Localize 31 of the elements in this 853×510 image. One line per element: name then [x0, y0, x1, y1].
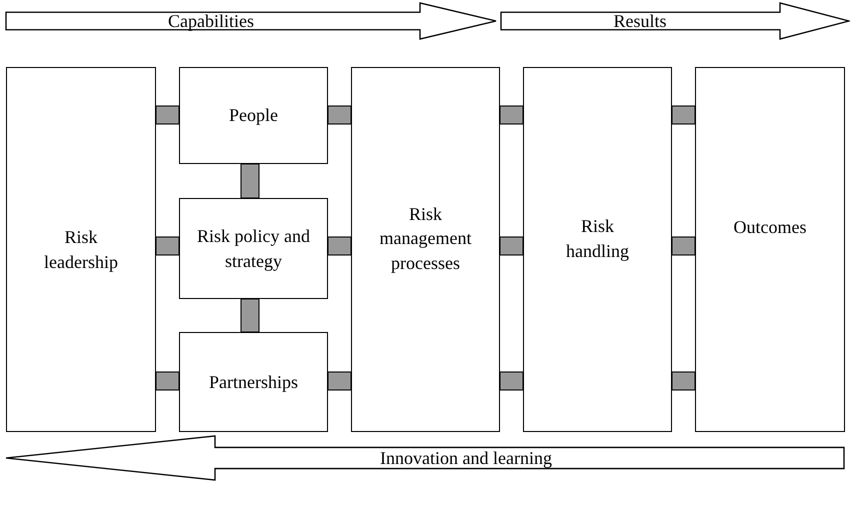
box-label: People — [229, 104, 278, 128]
connector-bar — [156, 372, 180, 390]
connector-bar — [328, 106, 352, 124]
box-label: Risk leadership — [43, 226, 119, 274]
connector-bar — [672, 372, 696, 390]
process-box — [179, 332, 328, 432]
connector-bar — [156, 106, 180, 124]
box-label: Partnerships — [209, 370, 298, 394]
process-box — [179, 67, 328, 164]
box-label: Innovation and learning — [380, 446, 552, 470]
connector-bar — [240, 164, 260, 198]
box-label: Results — [613, 10, 666, 33]
connector-bar — [500, 236, 524, 256]
connector-bar — [672, 236, 696, 256]
process-box — [351, 67, 500, 432]
connector-bar — [500, 106, 524, 124]
connector-bar — [328, 236, 352, 256]
connector-bar — [328, 372, 352, 390]
process-box — [523, 67, 672, 432]
process-box — [6, 67, 156, 432]
box-label: Risk policy and strategy — [196, 225, 311, 273]
box-label: Risk management processes — [378, 203, 472, 275]
process-box — [179, 198, 328, 299]
connector-bar — [672, 106, 696, 124]
connector-bar — [156, 236, 180, 256]
process-box — [695, 67, 845, 432]
connector-bar — [240, 298, 260, 332]
connector-bar — [500, 372, 524, 390]
box-label: Risk handling — [565, 215, 630, 263]
box-label: Outcomes — [734, 216, 806, 239]
box-label: Capabilities — [168, 10, 254, 33]
